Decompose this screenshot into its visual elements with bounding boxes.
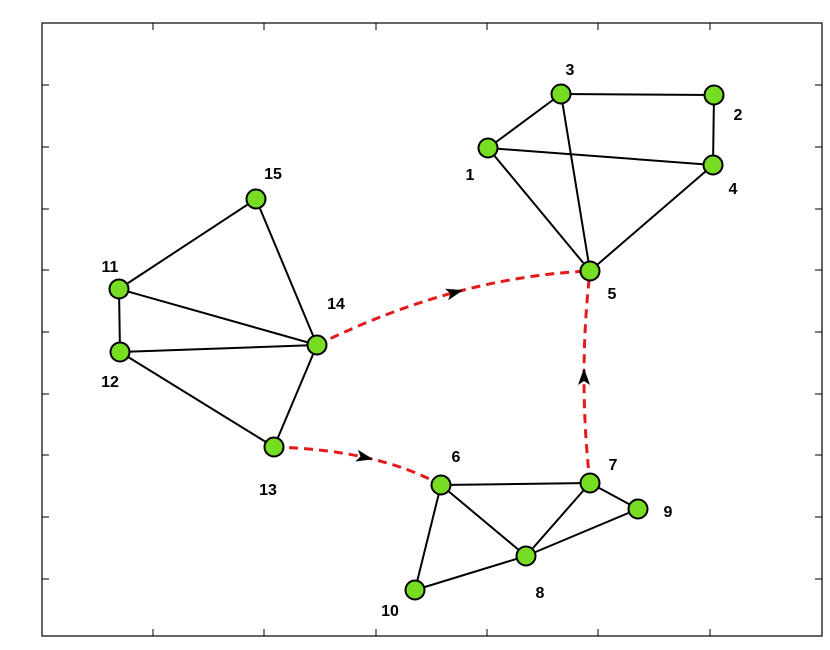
node-label-2: 2 xyxy=(734,107,743,124)
node-7 xyxy=(579,472,601,494)
node-13 xyxy=(263,436,285,458)
flow-14-5 xyxy=(316,269,591,347)
node-label-11: 11 xyxy=(102,259,119,276)
node-label-9: 9 xyxy=(664,504,673,521)
node-15 xyxy=(245,188,267,210)
flow-arrowhead-7-5 xyxy=(578,368,590,385)
node-11 xyxy=(108,278,130,300)
edge-8-10 xyxy=(414,555,527,591)
edge-8-9 xyxy=(525,508,639,557)
edge-1-5 xyxy=(487,147,591,272)
edge-2-4 xyxy=(712,94,715,166)
node-label-15: 15 xyxy=(264,166,282,183)
edge-6-10 xyxy=(414,484,442,591)
flows-layer xyxy=(273,269,592,487)
edge-12-14 xyxy=(119,344,318,353)
edge-3-2 xyxy=(560,93,715,96)
edge-11-14 xyxy=(118,288,318,346)
edge-6-8 xyxy=(440,484,527,557)
edge-1-4 xyxy=(487,147,714,166)
node-label-5: 5 xyxy=(608,286,617,303)
node-10 xyxy=(404,579,426,601)
edge-1-3 xyxy=(487,93,562,149)
edge-6-7 xyxy=(440,482,591,486)
edge-14-15 xyxy=(255,198,318,346)
node-1 xyxy=(477,137,499,159)
edges-layer xyxy=(118,93,715,591)
edge-7-8 xyxy=(525,482,591,557)
node-8 xyxy=(515,545,537,567)
edge-3-5 xyxy=(560,93,591,272)
node-label-1: 1 xyxy=(466,167,475,184)
node-label-12: 12 xyxy=(101,374,119,391)
node-label-13: 13 xyxy=(259,482,277,499)
node-label-7: 7 xyxy=(609,457,618,474)
edge-13-14 xyxy=(273,344,318,448)
node-label-8: 8 xyxy=(536,585,545,602)
flow-13-6 xyxy=(273,445,442,487)
plot-frame xyxy=(41,22,823,637)
node-label-14: 14 xyxy=(327,296,345,313)
node-label-10: 10 xyxy=(381,603,399,620)
node-label-4: 4 xyxy=(729,181,738,198)
edge-4-5 xyxy=(589,164,714,272)
node-14 xyxy=(306,334,328,356)
node-4 xyxy=(702,154,724,176)
node-label-6: 6 xyxy=(452,449,461,466)
node-3 xyxy=(550,83,572,105)
axis-ticks xyxy=(42,23,822,636)
edge-12-13 xyxy=(119,351,275,448)
node-2 xyxy=(703,84,725,106)
edge-11-12 xyxy=(118,288,121,353)
node-6 xyxy=(430,474,452,496)
node-label-3: 3 xyxy=(566,62,575,79)
node-5 xyxy=(579,260,601,282)
flow-arrowhead-13-6 xyxy=(355,449,374,462)
node-12 xyxy=(109,341,131,363)
flow-arrowhead-14-5 xyxy=(445,288,463,301)
node-9 xyxy=(627,498,649,520)
edge-11-15 xyxy=(118,198,257,290)
